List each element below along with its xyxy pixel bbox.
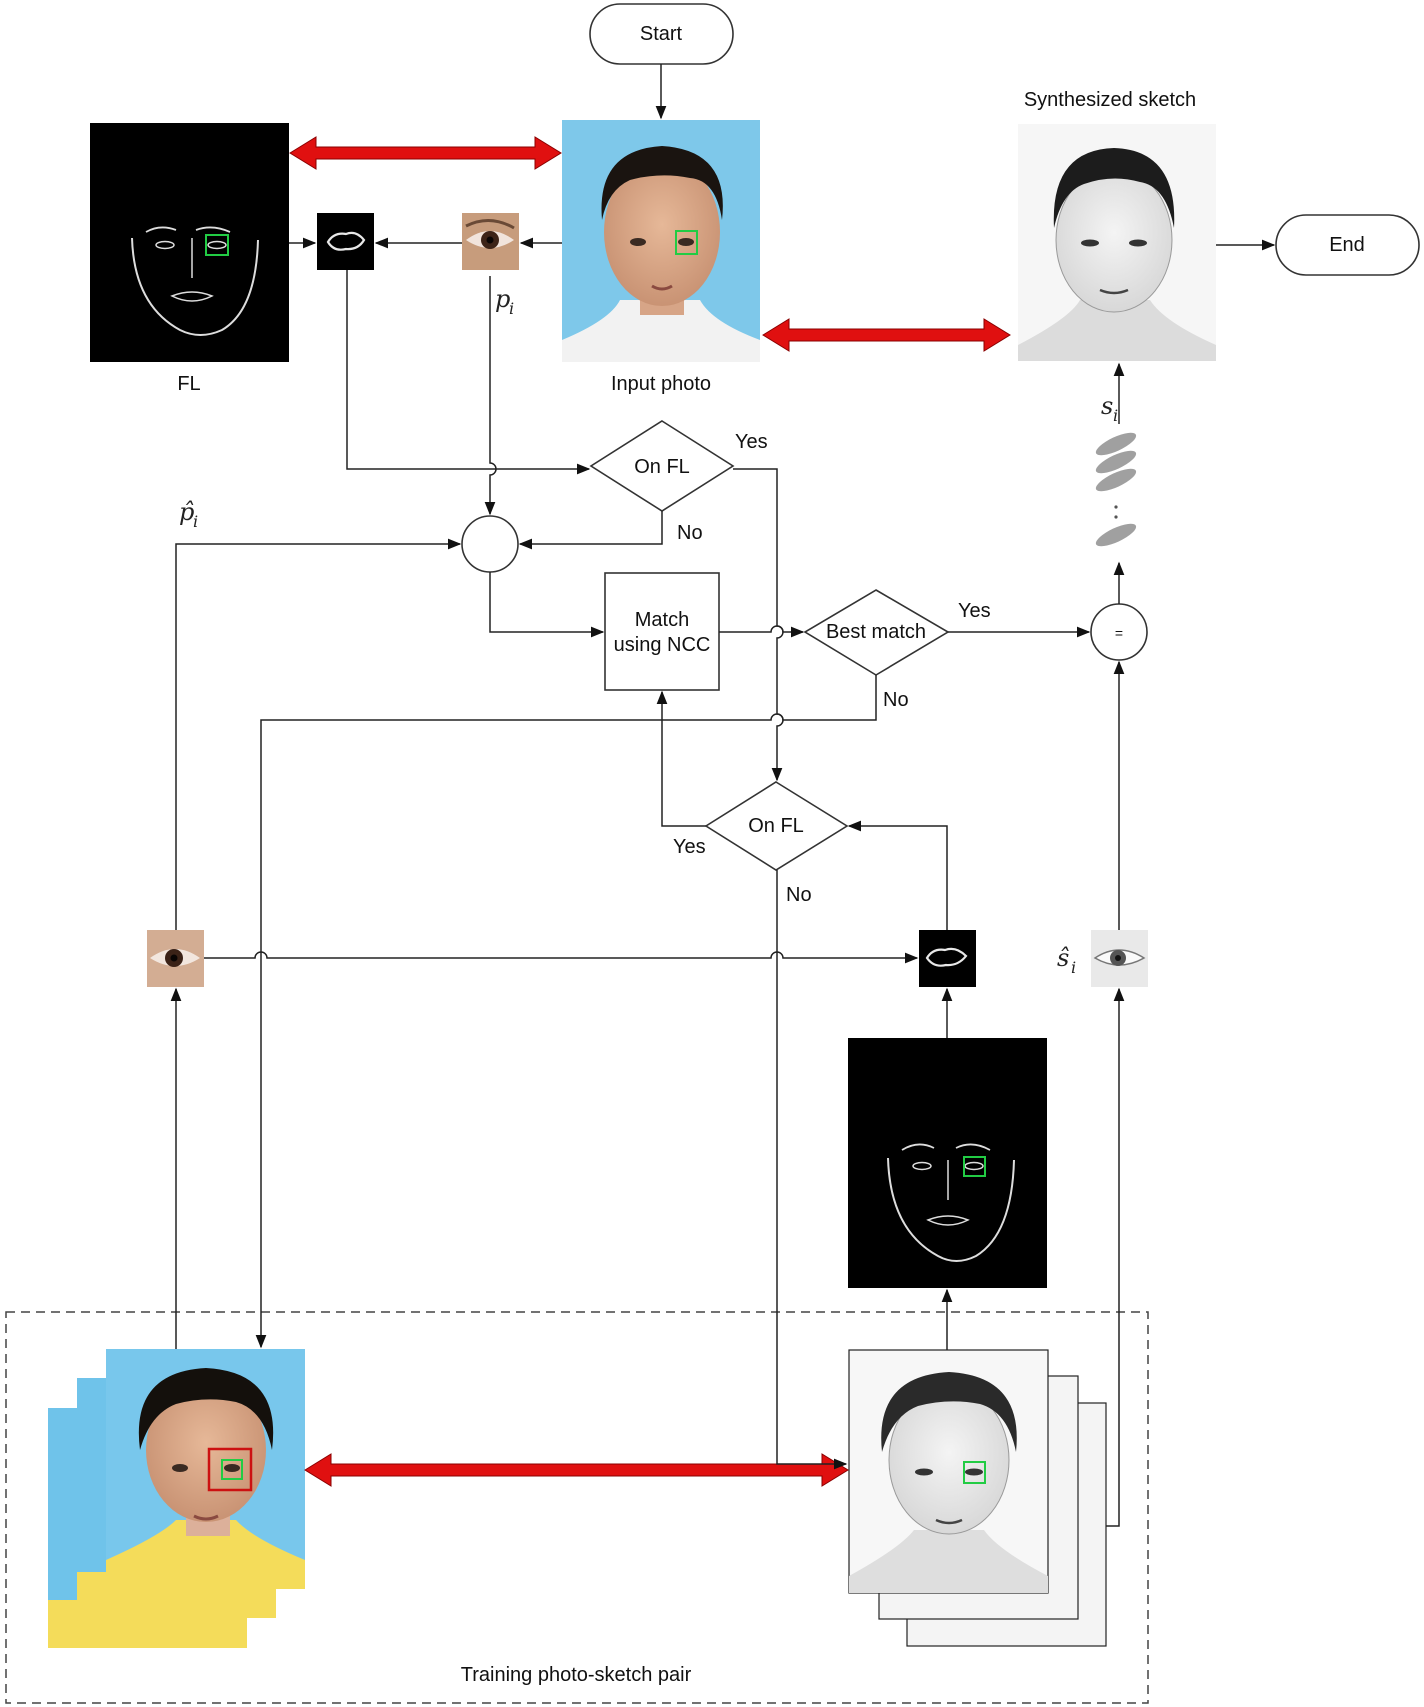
svg-text:i: i [1071,958,1076,977]
start-node: Start [589,3,734,65]
junction-circle-left [461,515,519,573]
svg-text:Match: Match [635,609,689,631]
p-i-symbol: p i [495,285,514,318]
photo-patch-top [462,213,519,270]
best-match-yes: Yes [958,600,991,622]
fl-image-bottom [848,1038,1047,1288]
training-region-border [5,1311,1149,1704]
svg-text:using NCC: using NCC [614,634,711,656]
svg-text:On FL: On FL [634,456,690,478]
fl-patch-bottom [919,930,976,987]
match-ncc-box: Match using NCC [604,572,720,691]
training-photo-stack [48,1349,305,1648]
start-label: Start [640,23,683,45]
end-node: End [1275,214,1420,276]
training-pair-label: Training photo-sketch pair [461,1664,692,1686]
flow-connectors [170,64,1276,1527]
s-hat-symbol: ŝ i [1057,944,1076,977]
equals-node: = [1090,603,1148,661]
svg-text:Best match: Best match [826,621,926,643]
s-i-symbol: s i [1101,392,1118,425]
svg-text:=: = [1115,625,1123,641]
on-fl-top-yes: Yes [735,431,768,453]
p-hat-symbol: p̂ i [179,498,198,531]
training-sketch-patch [1091,930,1148,987]
sketch-patch-stack [1095,432,1137,547]
svg-text:i: i [1113,406,1118,425]
training-sketch-stack [848,1349,1107,1647]
on-fl-bottom-yes: Yes [673,836,706,858]
svg-text:On FL: On FL [748,815,804,837]
svg-text:s: s [1101,392,1113,420]
on-fl-bottom-no: No [786,884,812,906]
on-fl-decision-top: On FL [589,420,735,512]
best-match-no: No [883,689,909,711]
svg-text:i: i [193,512,198,531]
svg-text:p: p [495,285,510,313]
input-photo-label: Input photo [611,373,711,395]
fl-patch-top [317,213,374,270]
input-photo: Input photo [562,120,760,395]
svg-text:ŝ: ŝ [1057,944,1069,972]
best-match-decision: Best match [803,589,950,676]
on-fl-decision-bottom: On FL [704,781,849,871]
fl-image-top: FL [90,123,289,395]
fl-label: FL [177,373,200,395]
end-label: End [1329,234,1365,256]
synthesized-sketch-label: Synthesized sketch [1024,89,1196,111]
correspondence-arrow-photo-sketch [762,318,1011,352]
correspondence-arrow-training-pair [304,1453,849,1487]
on-fl-top-no: No [677,522,703,544]
svg-text:i: i [509,299,514,318]
correspondence-arrow-fl-photo [289,136,562,170]
synthesized-sketch: Synthesized sketch [1018,89,1216,361]
svg-text:p̂: p̂ [179,498,194,526]
training-photo-patch [147,930,204,987]
